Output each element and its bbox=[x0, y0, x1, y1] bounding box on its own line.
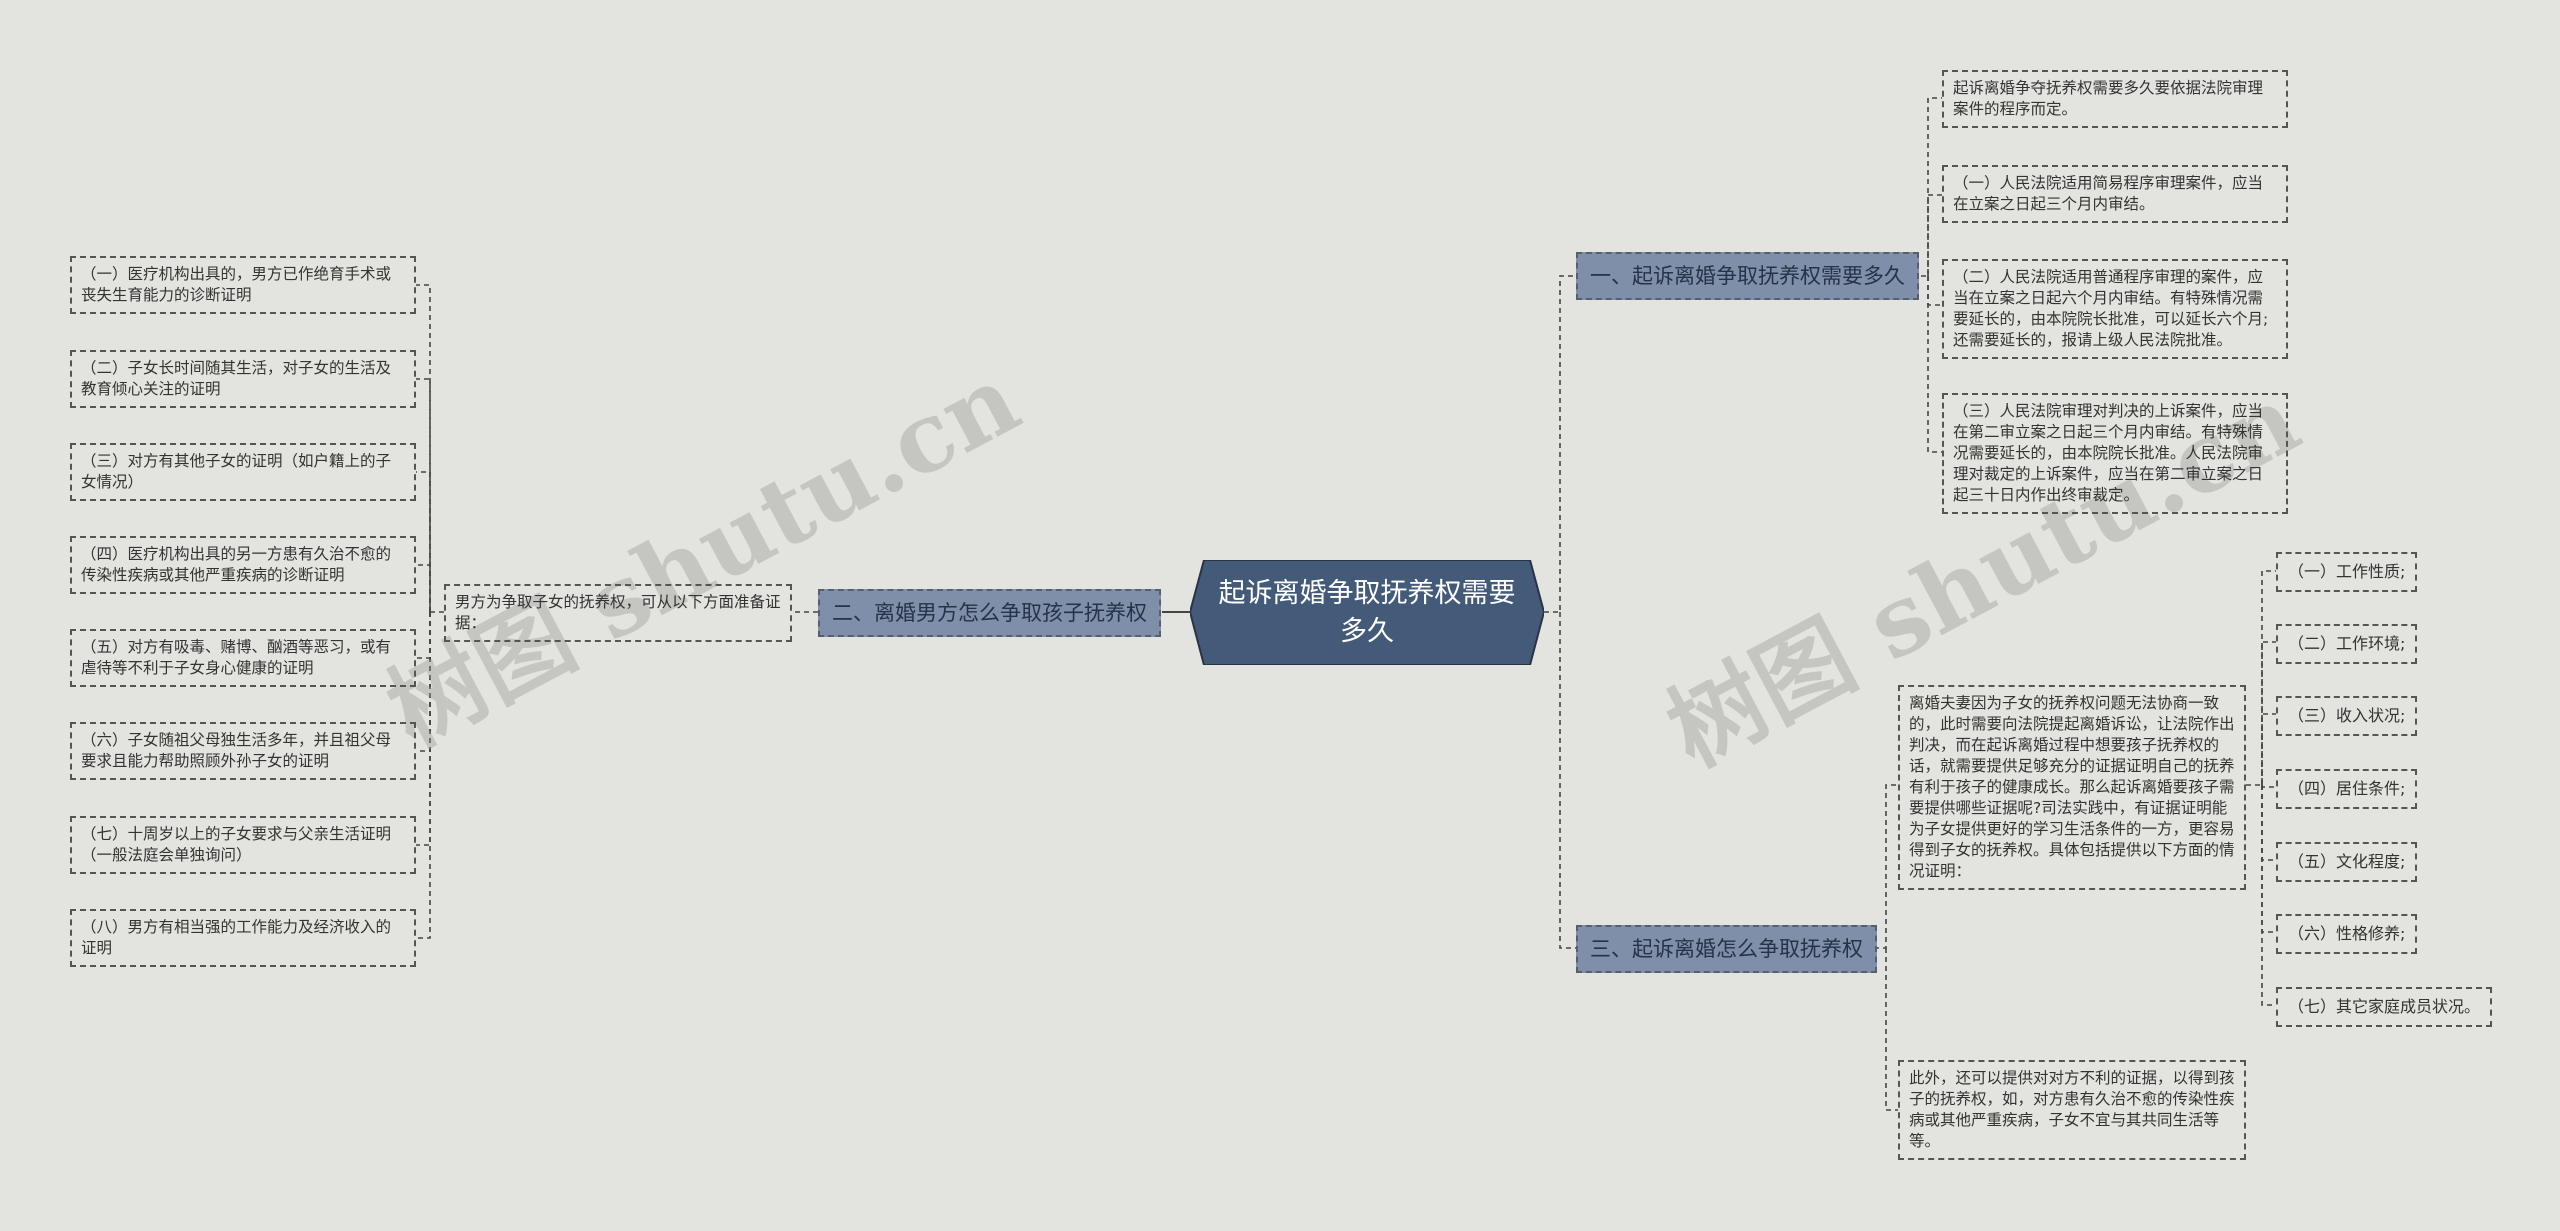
b3-item[interactable]: （二）工作环境; bbox=[2276, 624, 2418, 664]
b3-item[interactable]: （三）收入状况; bbox=[2276, 696, 2418, 736]
b2-leaf[interactable]: （六）子女随祖父母独生活多年，并且祖父母要求且能力帮助照顾外孙子女的证明 bbox=[70, 722, 416, 780]
b1-leaf[interactable]: 起诉离婚争夺抚养权需要多久要依据法院审理案件的程序而定。 bbox=[1942, 70, 2288, 128]
b2-leaf[interactable]: （一）医疗机构出具的，男方已作绝育手术或丧失生育能力的诊断证明 bbox=[70, 256, 416, 314]
b3-item[interactable]: （七）其它家庭成员状况。 bbox=[2276, 987, 2493, 1027]
b2-leaf[interactable]: （七）十周岁以上的子女要求与父亲生活证明（一般法庭会单独询问） bbox=[70, 816, 416, 874]
b2-leaf[interactable]: （五）对方有吸毒、赌博、酗酒等恶习，或有虐待等不利于子女身心健康的证明 bbox=[70, 629, 416, 687]
b1-leaf[interactable]: （一）人民法院适用简易程序审理案件，应当在立案之日起三个月内审结。 bbox=[1942, 165, 2288, 223]
b1-leaf[interactable]: （二）人民法院适用普通程序审理的案件，应当在立案之日起六个月内审结。有特殊情况需… bbox=[1942, 259, 2288, 359]
b2-leaf[interactable]: （二）子女长时间随其生活，对子女的生活及教育倾心关注的证明 bbox=[70, 350, 416, 408]
branch-2[interactable]: 二、离婚男方怎么争取孩子抚养权 bbox=[818, 589, 1161, 637]
center-shape bbox=[1190, 560, 1544, 665]
b2-intro[interactable]: 男方为争取子女的抚养权，可从以下方面准备证据： bbox=[444, 584, 792, 642]
b3-item[interactable]: （四）居住条件; bbox=[2276, 769, 2418, 809]
center-title: 起诉离婚争取抚养权需要多久 bbox=[1218, 577, 1516, 647]
b3-item[interactable]: （五）文化程度; bbox=[2276, 842, 2418, 882]
b2-leaf[interactable]: （八）男方有相当强的工作能力及经济收入的证明 bbox=[70, 909, 416, 967]
b2-leaf[interactable]: （三）对方有其他子女的证明（如户籍上的子女情况） bbox=[70, 443, 416, 501]
b3-main[interactable]: 离婚夫妻因为子女的抚养权问题无法协商一致的，此时需要向法院提起离婚诉讼，让法院作… bbox=[1898, 685, 2246, 890]
b1-leaf[interactable]: （三）人民法院审理对判决的上诉案件，应当在第二审立案之日起三个月内审结。有特殊情… bbox=[1942, 393, 2288, 514]
b2-leaf[interactable]: （四）医疗机构出具的另一方患有久治不愈的传染性疾病或其他严重疾病的诊断证明 bbox=[70, 536, 416, 594]
b3-item[interactable]: （六）性格修养; bbox=[2276, 914, 2418, 954]
b3-item[interactable]: （一）工作性质; bbox=[2276, 552, 2418, 592]
center-topic[interactable]: 起诉离婚争取抚养权需要多久 bbox=[1190, 560, 1544, 665]
branch-3[interactable]: 三、起诉离婚怎么争取抚养权 bbox=[1576, 925, 1877, 973]
branch-1[interactable]: 一、起诉离婚争取抚养权需要多久 bbox=[1576, 252, 1919, 300]
b3-extra[interactable]: 此外，还可以提供对对方不利的证据，以得到孩子的抚养权，如，对方患有久治不愈的传染… bbox=[1898, 1060, 2246, 1160]
